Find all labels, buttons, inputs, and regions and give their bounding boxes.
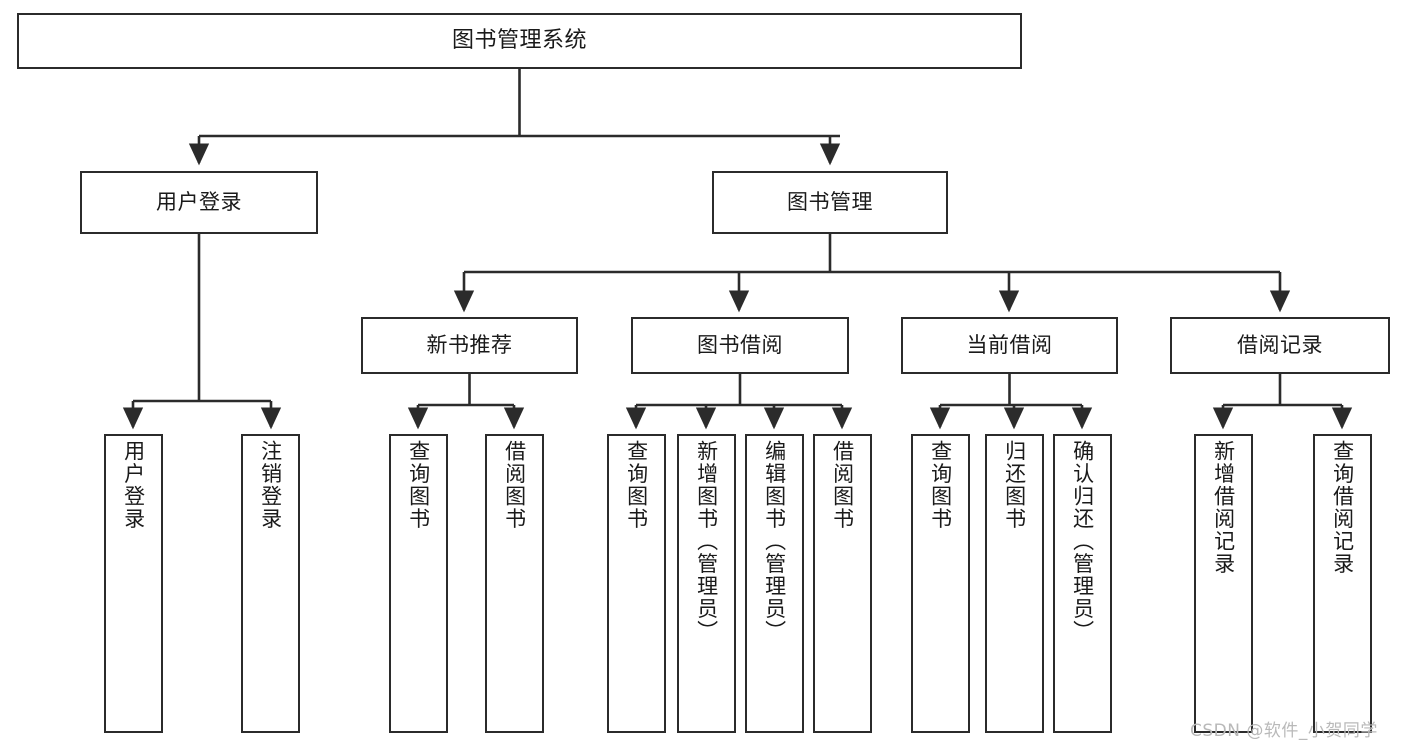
node-user-login-label: 用户登录 <box>156 190 242 215</box>
node-leaf-user-login[interactable]: 用户登录 <box>104 434 163 733</box>
csdn-watermark: CSDN @软件_小贺同学 <box>1190 721 1378 741</box>
node-leaf-add-book-admin-label: 新增图书（管理员） <box>694 440 719 643</box>
node-leaf-edit-book-admin[interactable]: 编辑图书（管理员） <box>745 434 804 733</box>
node-new-book-recommend[interactable]: 新书推荐 <box>361 317 578 374</box>
node-leaf-query-book-cur-label: 查询图书 <box>928 440 953 530</box>
node-leaf-query-book-borrow[interactable]: 查询图书 <box>607 434 666 733</box>
node-leaf-return-book-label: 归还图书 <box>1002 440 1027 530</box>
node-leaf-query-book-cur[interactable]: 查询图书 <box>911 434 970 733</box>
node-current-borrow[interactable]: 当前借阅 <box>901 317 1118 374</box>
node-book-manage[interactable]: 图书管理 <box>712 171 948 234</box>
node-leaf-borrow-book-rec-label: 借阅图书 <box>502 440 527 530</box>
node-borrow-record-label: 借阅记录 <box>1237 333 1323 358</box>
node-leaf-query-book-rec-label: 查询图书 <box>406 440 431 530</box>
node-root[interactable]: 图书管理系统 <box>17 13 1022 69</box>
node-leaf-borrow-book[interactable]: 借阅图书 <box>813 434 872 733</box>
node-leaf-return-book[interactable]: 归还图书 <box>985 434 1044 733</box>
node-leaf-add-borrow-record-label: 新增借阅记录 <box>1211 440 1236 575</box>
node-leaf-query-borrow-record[interactable]: 查询借阅记录 <box>1313 434 1372 733</box>
node-leaf-edit-book-admin-label: 编辑图书（管理员） <box>762 440 787 643</box>
node-leaf-add-borrow-record[interactable]: 新增借阅记录 <box>1194 434 1253 733</box>
node-book-manage-label: 图书管理 <box>787 190 873 215</box>
node-leaf-confirm-return-admin-label: 确认归还（管理员） <box>1070 440 1095 643</box>
node-leaf-add-book-admin[interactable]: 新增图书（管理员） <box>677 434 736 733</box>
node-user-login[interactable]: 用户登录 <box>80 171 318 234</box>
node-leaf-borrow-book-label: 借阅图书 <box>830 440 855 530</box>
node-borrow-record[interactable]: 借阅记录 <box>1170 317 1390 374</box>
node-new-book-recommend-label: 新书推荐 <box>426 333 513 358</box>
node-book-borrow[interactable]: 图书借阅 <box>631 317 849 374</box>
node-leaf-query-book-rec[interactable]: 查询图书 <box>389 434 448 733</box>
node-root-label: 图书管理系统 <box>451 28 587 54</box>
node-current-borrow-label: 当前借阅 <box>966 333 1053 358</box>
node-leaf-user-logout-label: 注销登录 <box>258 440 283 530</box>
node-leaf-borrow-book-rec[interactable]: 借阅图书 <box>485 434 544 733</box>
node-leaf-query-borrow-record-label: 查询借阅记录 <box>1330 440 1355 575</box>
node-book-borrow-label: 图书借阅 <box>697 333 783 358</box>
node-leaf-user-logout[interactable]: 注销登录 <box>241 434 300 733</box>
node-leaf-user-login-label: 用户登录 <box>121 440 146 530</box>
node-leaf-query-book-borrow-label: 查询图书 <box>624 440 649 530</box>
node-leaf-confirm-return-admin[interactable]: 确认归还（管理员） <box>1053 434 1112 733</box>
